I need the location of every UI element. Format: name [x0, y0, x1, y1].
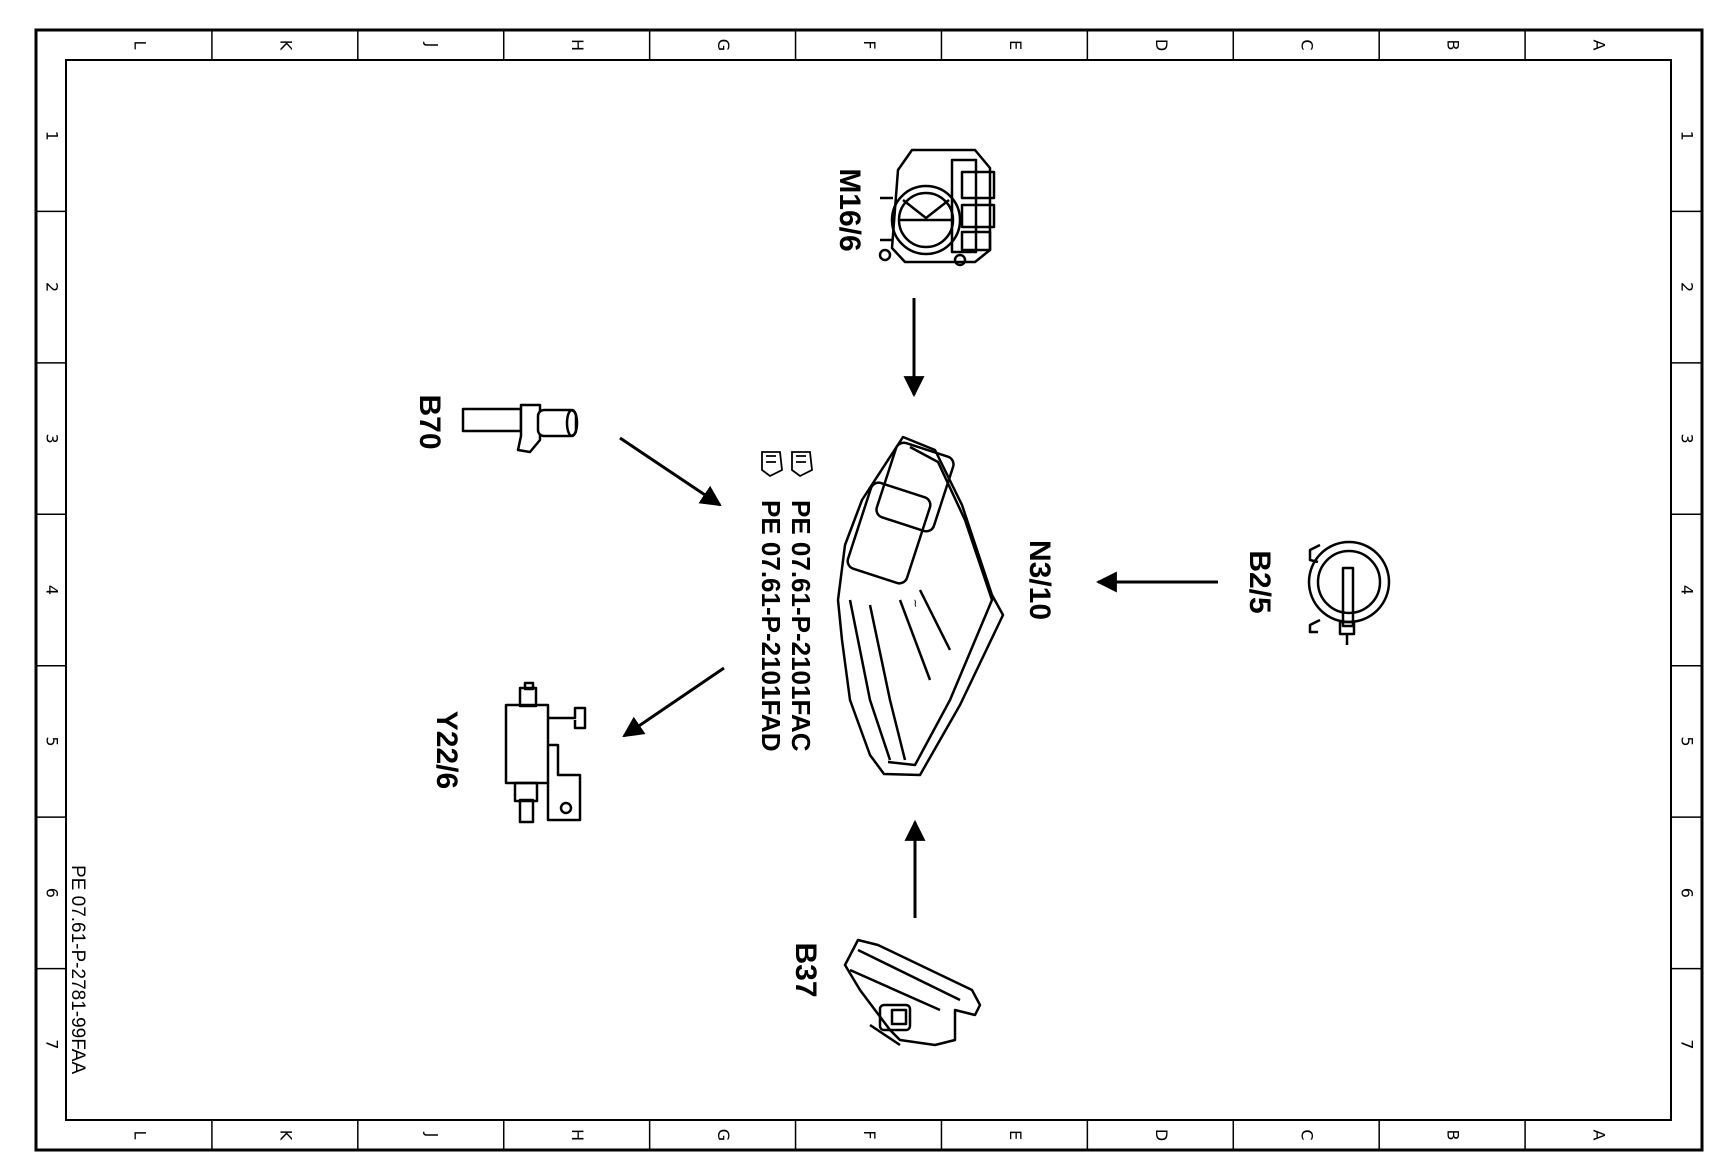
column-label-bottom: K [276, 1130, 295, 1141]
switch-sensor-icon [1307, 540, 1391, 645]
row-label-left: 5 [43, 736, 62, 746]
crank-sensor-icon [461, 403, 579, 454]
column-label-bottom: C [1298, 1129, 1317, 1140]
crank-sensor-label: B70 [413, 394, 446, 449]
column-label-top: G [714, 39, 733, 51]
row-label-right: 2 [1678, 282, 1697, 292]
arrow-ecu-to-valve [622, 666, 725, 738]
column-label-bottom: A [1590, 1130, 1609, 1141]
row-label-right: 7 [1678, 1039, 1697, 1049]
row-label-right: 6 [1678, 888, 1697, 898]
row-label-left: 2 [43, 282, 62, 292]
ecu-label: N3/10 [1023, 540, 1056, 620]
row-labels: 1 1 2 2 3 3 4 4 5 5 6 6 7 7 [43, 131, 1697, 1050]
changeover-valve-icon [504, 681, 587, 824]
column-label-bottom: E [1006, 1130, 1025, 1140]
throttle-body-icon [878, 148, 996, 267]
row-label-left: 1 [43, 131, 62, 141]
pedal-label: B37 [789, 942, 822, 997]
row-label-right: 1 [1678, 131, 1697, 141]
row-label-left: 7 [43, 1039, 62, 1049]
column-label-top: C [1298, 39, 1317, 50]
row-label-right: 3 [1678, 433, 1697, 443]
row-label-left: 3 [43, 433, 62, 443]
zone-dividers [36, 30, 1702, 1150]
outer-frame [34, 28, 1704, 1152]
arrow-b70-to-ecu [619, 436, 722, 507]
column-label-top: E [1006, 40, 1025, 50]
inner-frame [65, 59, 1672, 1121]
column-label-bottom: F [860, 1130, 879, 1139]
ecu-module-icon: ~ [836, 435, 1005, 777]
valve-label: Y22/6 [430, 711, 463, 789]
throttle-label: M16/6 [833, 168, 866, 251]
column-label-bottom: G [714, 1129, 733, 1141]
column-label-top: B [1444, 40, 1463, 51]
column-label-top: H [568, 39, 587, 51]
column-label-top: K [276, 40, 295, 51]
reference-hand-icons [761, 451, 813, 478]
document-id: PE 07.61-P-2781-99FAA [67, 865, 88, 1074]
column-label-top: L [130, 41, 149, 50]
row-label-right: 4 [1678, 585, 1697, 595]
row-label-left: 6 [43, 888, 62, 898]
reference-note-2: PE 07.61-P-2101FAD [756, 500, 786, 751]
pedal-sensor-icon [843, 938, 982, 1047]
column-label-bottom: H [568, 1129, 587, 1141]
column-label-top: J [422, 42, 441, 48]
row-label-left: 4 [43, 585, 62, 595]
switch-label: B2/5 [1243, 550, 1276, 613]
reference-note-1: PE 07.61-P-2101FAC [786, 500, 816, 752]
column-label-bottom: B [1444, 1130, 1463, 1141]
column-label-top: A [1590, 40, 1609, 51]
svg-text:~: ~ [907, 598, 924, 609]
column-label-bottom: L [130, 1131, 149, 1140]
column-label-bottom: J [422, 1132, 441, 1138]
column-labels: L L K K J J H H G G F F E E D D C C B B A A [130, 39, 1608, 1141]
column-label-top: F [860, 40, 879, 49]
column-label-bottom: D [1152, 1129, 1171, 1141]
row-label-right: 5 [1678, 736, 1697, 746]
column-label-top: D [1152, 39, 1171, 51]
